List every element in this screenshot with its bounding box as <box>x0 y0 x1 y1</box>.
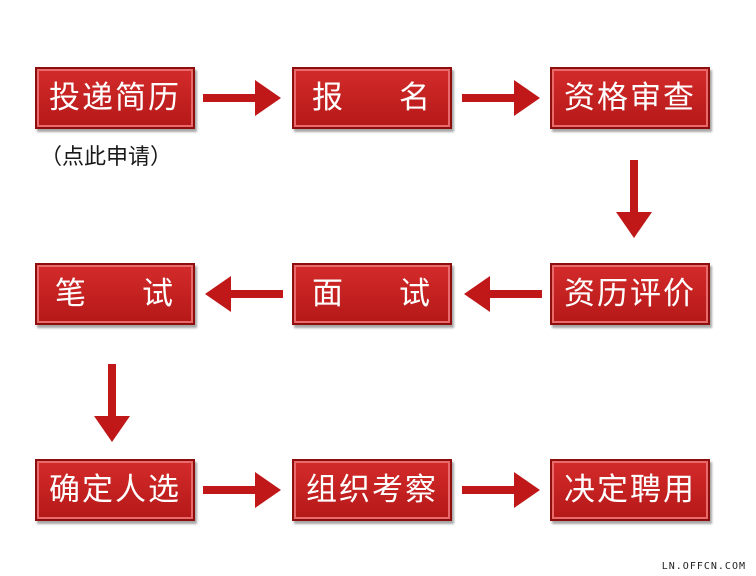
step-register[interactable]: 报 名 <box>292 67 452 129</box>
arrow-right-icon <box>462 472 540 508</box>
step-interview[interactable]: 面 试 <box>292 263 452 325</box>
step-label: 资历评价 <box>564 276 696 312</box>
arrow-right-icon <box>203 472 281 508</box>
step-label: 试 <box>399 276 432 312</box>
step-organization-review[interactable]: 组织考察 <box>292 459 452 521</box>
step-label: 决定聘用 <box>564 472 696 508</box>
arrow-down-icon <box>616 160 652 238</box>
arrow-down-icon <box>94 364 130 442</box>
step-label: 试 <box>142 276 175 312</box>
arrow-left-icon <box>205 276 283 312</box>
step-label: 确定人选 <box>49 472 181 508</box>
step-label: 面 <box>312 276 345 312</box>
step-qualification-review[interactable]: 资格审查 <box>550 67 710 129</box>
step-label: 报 <box>312 80 345 116</box>
arrow-right-icon <box>462 80 540 116</box>
step-label: 笔 <box>55 276 88 312</box>
step-label: 名 <box>399 80 432 116</box>
step-qualification-evaluation[interactable]: 资历评价 <box>550 263 710 325</box>
step-label: 投递简历 <box>49 80 181 116</box>
watermark: LN.OFFCN.COM <box>661 561 746 572</box>
step-hiring-decision[interactable]: 决定聘用 <box>550 459 710 521</box>
step-written-test[interactable]: 笔 试 <box>35 263 195 325</box>
apply-link[interactable]: （点此申请） <box>40 145 173 170</box>
step-submit-resume[interactable]: 投递简历 <box>35 67 195 129</box>
arrow-right-icon <box>203 80 281 116</box>
arrow-left-icon <box>464 276 542 312</box>
step-select-candidate[interactable]: 确定人选 <box>35 459 195 521</box>
step-label: 组织考察 <box>306 472 438 508</box>
step-label: 资格审查 <box>564 80 696 116</box>
